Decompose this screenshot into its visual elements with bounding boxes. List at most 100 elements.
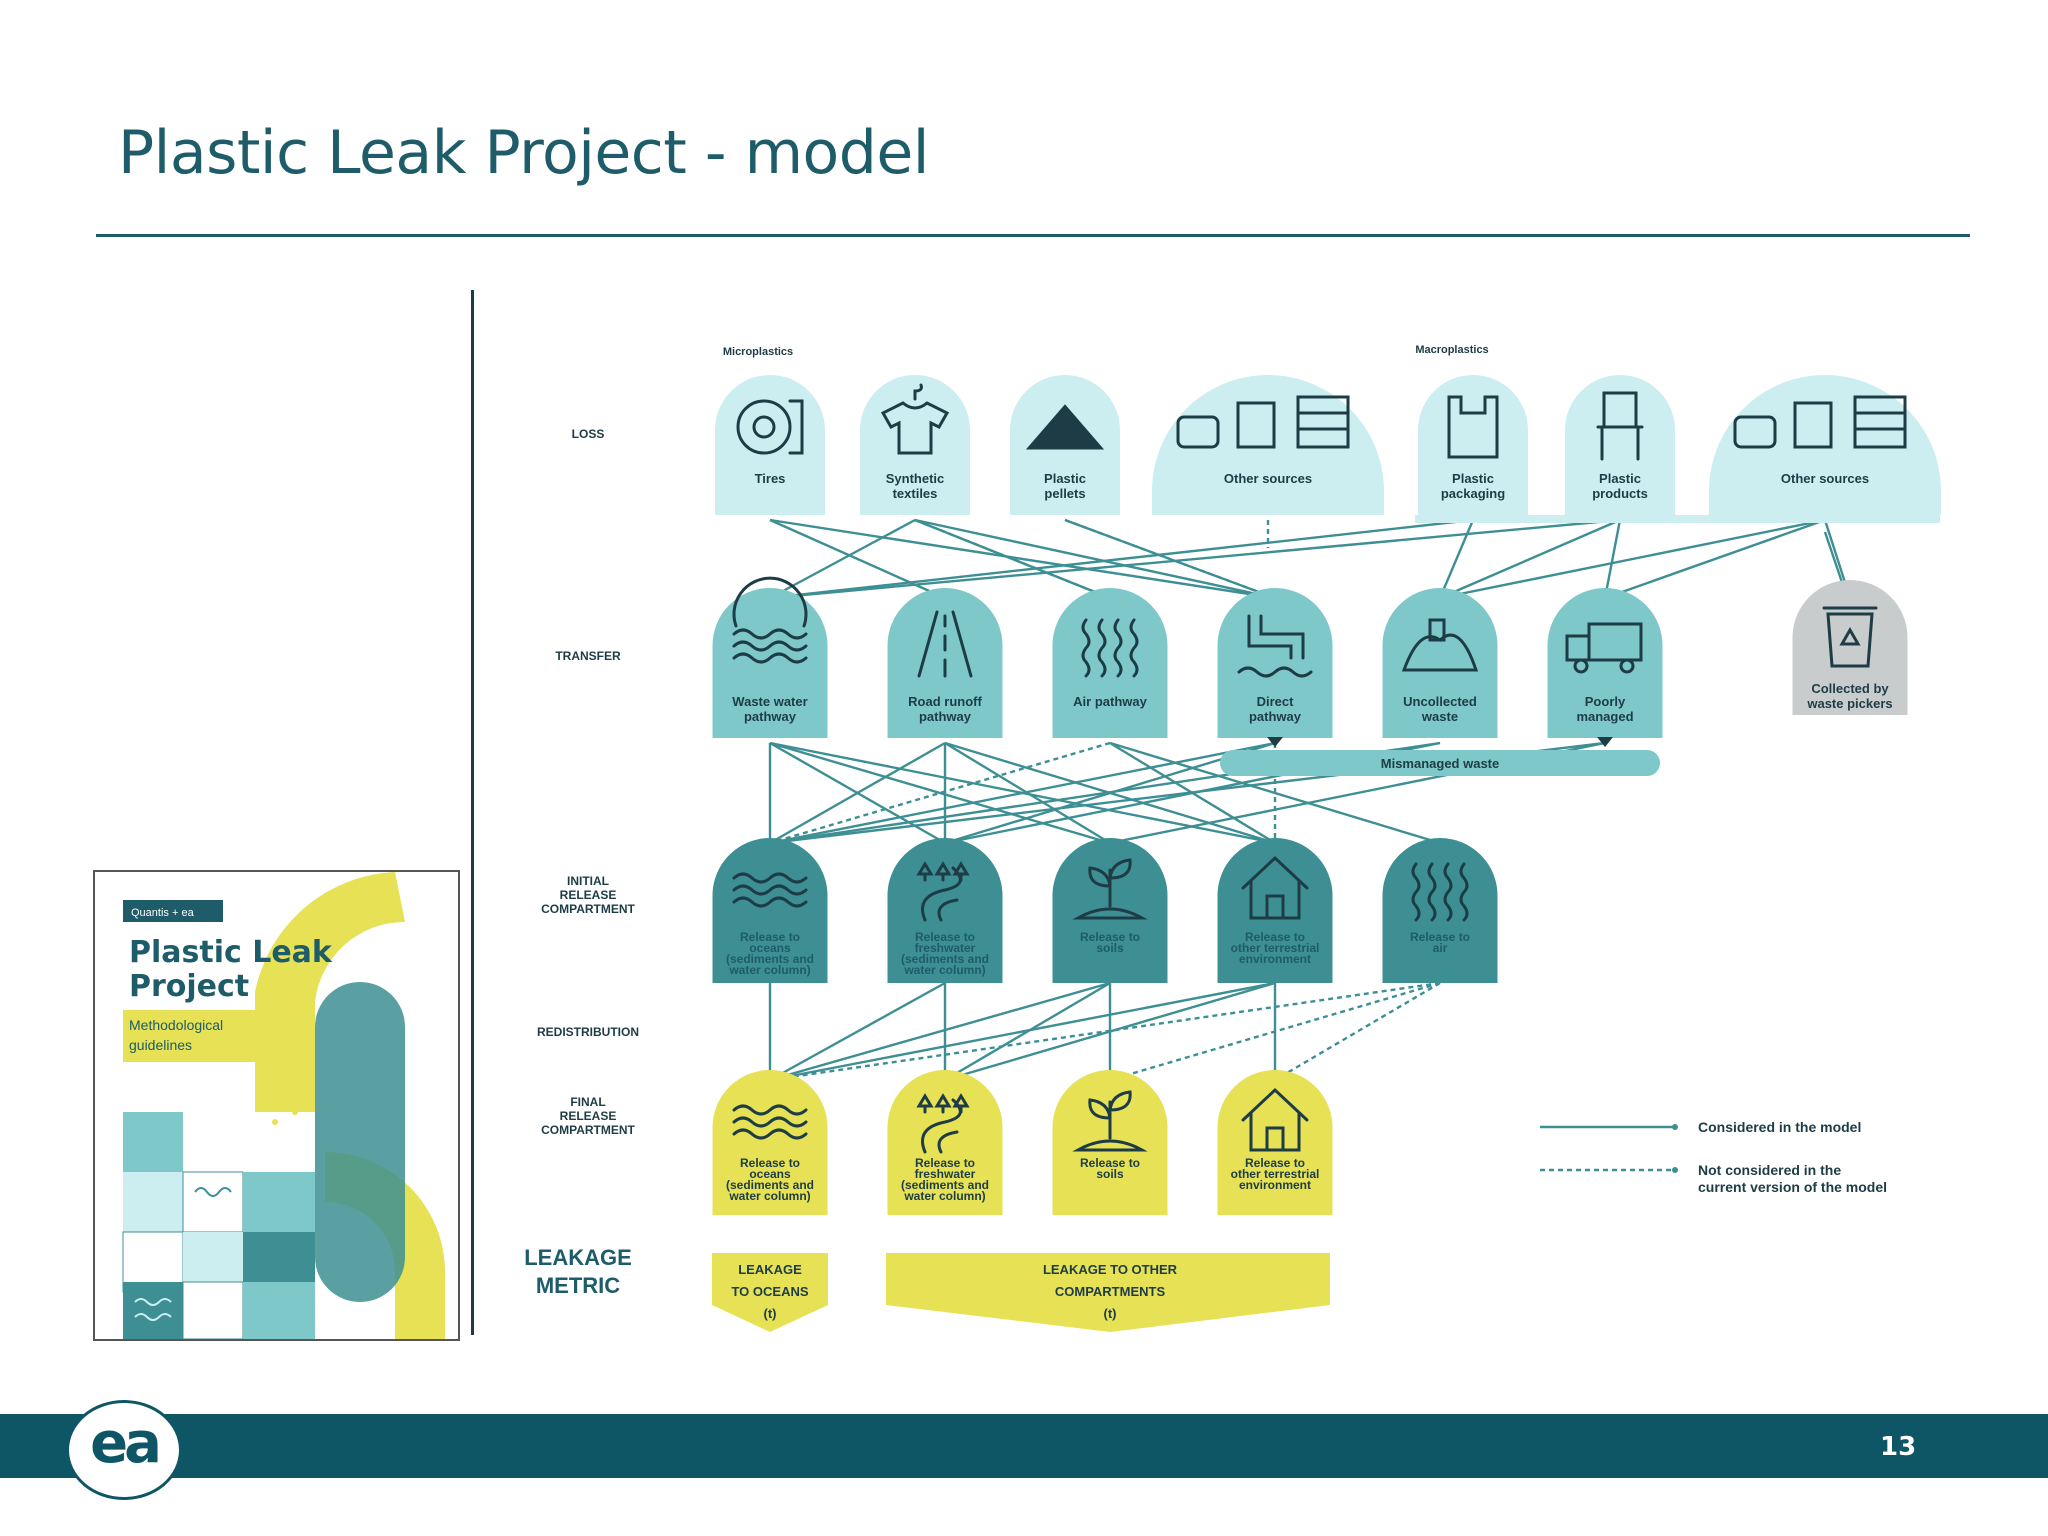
- loss-node-label: products: [1592, 486, 1648, 501]
- loss-node: [1565, 375, 1675, 515]
- initial-node: [887, 838, 1003, 983]
- cover-pill-shape: [315, 982, 405, 1302]
- leakage-oceans-label: (t): [764, 1306, 777, 1321]
- cover-subtitle-line2: guidelines: [129, 1037, 192, 1053]
- final-node: [1217, 1070, 1333, 1215]
- house-icon: [1241, 855, 1309, 920]
- cover-title-line2: Project: [129, 969, 249, 1004]
- final-node-label: Release to: [1245, 1156, 1305, 1170]
- transfer-node-label: Air pathway: [1073, 694, 1147, 709]
- solid-link: [1603, 519, 1622, 599]
- leakage-other-label: COMPARTMENTS: [1055, 1284, 1166, 1299]
- transfer-node-label: waste pickers: [1806, 696, 1892, 711]
- cover-waves-icon: [194, 1187, 232, 1197]
- house-icon: [1241, 1087, 1309, 1152]
- row-label-loss: LOSS: [572, 427, 605, 441]
- row-label-initial: INITIAL: [567, 874, 609, 888]
- leakage-other-shape: [886, 1253, 1330, 1332]
- transfer-node-label: Waste water: [732, 694, 807, 709]
- dashed-link: [1109, 981, 1441, 1082]
- transfer-node-label: waste: [1421, 709, 1458, 724]
- initial-node-label: Release to: [1410, 930, 1470, 944]
- title-divider: [96, 234, 1970, 237]
- row-label-initial: RELEASE: [560, 888, 617, 902]
- other-macro-sources-icon: [1733, 395, 1907, 449]
- final-node-label: soils: [1096, 1167, 1124, 1181]
- other-micro-sources-icon: [1176, 395, 1350, 449]
- initial-node-label: freshwater: [915, 941, 976, 955]
- cover-dot: [292, 1109, 298, 1115]
- solid-link: [769, 741, 1111, 845]
- transfer-node-label: managed: [1576, 709, 1633, 724]
- loss-node-label: Synthetic: [886, 471, 945, 486]
- logo-text: ea: [90, 1411, 162, 1476]
- recycle-bin-icon: [1822, 606, 1878, 668]
- loss-node-label: textiles: [893, 486, 938, 501]
- group-label-microplastics: Microplastics: [723, 346, 793, 358]
- final-node-label: water column): [903, 1189, 985, 1203]
- cover-arc-shape: [255, 872, 405, 1112]
- footer-bar: [0, 1414, 2048, 1478]
- dashed-link: [1064, 518, 1276, 600]
- solid-link: [769, 518, 946, 600]
- river-icon: [916, 861, 970, 922]
- pellets-icon: [1025, 404, 1105, 450]
- arrow-head: [1597, 737, 1613, 747]
- waves-icon: [732, 1104, 808, 1140]
- plant-icon: [1072, 1090, 1148, 1152]
- leakage-other-label: LEAKAGE TO OTHER: [1043, 1262, 1178, 1277]
- solid-link: [769, 518, 916, 600]
- cover-tile: [182, 1171, 244, 1233]
- loss-node: [715, 375, 825, 515]
- transfer-node-label: pathway: [744, 709, 797, 724]
- transfer-node-label: Collected by: [1811, 681, 1889, 696]
- loss-node-label: Plastic: [1452, 471, 1494, 486]
- solid-link: [769, 518, 1621, 600]
- transfer-node-label: Poorly: [1585, 694, 1626, 709]
- initial-node-label: Release to: [915, 930, 975, 944]
- group-label-macroplastics: Macroplastics: [1415, 344, 1488, 356]
- transfer-node-label: pathway: [919, 709, 972, 724]
- initial-node-label: Release to: [740, 930, 800, 944]
- transfer-node: [1792, 580, 1908, 715]
- macro-band: [1415, 515, 1940, 523]
- waste-pile-icon: [1401, 618, 1479, 672]
- final-node-label: freshwater: [915, 1167, 976, 1181]
- row-label-leakage: METRIC: [536, 1273, 620, 1298]
- tshirt-icon: [880, 383, 950, 455]
- cover-waves-icon: [134, 1298, 172, 1321]
- legend-solid-dot: [1672, 1124, 1678, 1130]
- transfer-node-label: pathway: [1249, 709, 1302, 724]
- row-label-final: COMPARTMENT: [541, 1123, 635, 1137]
- initial-node-label: other terrestrial: [1231, 941, 1320, 955]
- initial-node-label: (sediments and: [901, 952, 989, 966]
- cover-title-line1: Plastic Leak: [129, 935, 333, 970]
- cover-dot: [272, 1119, 278, 1125]
- final-node-label: Release to: [1080, 1156, 1140, 1170]
- dashed-link: [769, 981, 1441, 1082]
- arrow-head: [1267, 737, 1283, 747]
- row-label-leakage: LEAKAGE: [524, 1245, 632, 1270]
- initial-node-label: Release to: [1080, 930, 1140, 944]
- final-node-label: Release to: [740, 1156, 800, 1170]
- final-node-label: (sediments and: [726, 1178, 814, 1192]
- initial-node-label: (sediments and: [726, 952, 814, 966]
- dashed-link: [1274, 981, 1441, 1082]
- solid-link: [914, 518, 1276, 600]
- transfer-node: [1217, 588, 1333, 738]
- cover-tile: [183, 1112, 243, 1172]
- transfer-node: [1382, 588, 1498, 738]
- initial-node-label: water column): [728, 963, 810, 977]
- final-node-label: other terrestrial: [1231, 1167, 1320, 1181]
- loss-node-label: Plastic: [1044, 471, 1086, 486]
- final-node-label: oceans: [749, 1167, 791, 1181]
- transfer-node: [712, 588, 828, 738]
- road-icon: [917, 610, 973, 678]
- row-label-final: FINAL: [570, 1095, 605, 1109]
- truck-icon: [1565, 622, 1643, 674]
- initial-node: [1217, 838, 1333, 983]
- loss-node-label: packaging: [1441, 486, 1505, 501]
- loss-node: [1709, 375, 1941, 515]
